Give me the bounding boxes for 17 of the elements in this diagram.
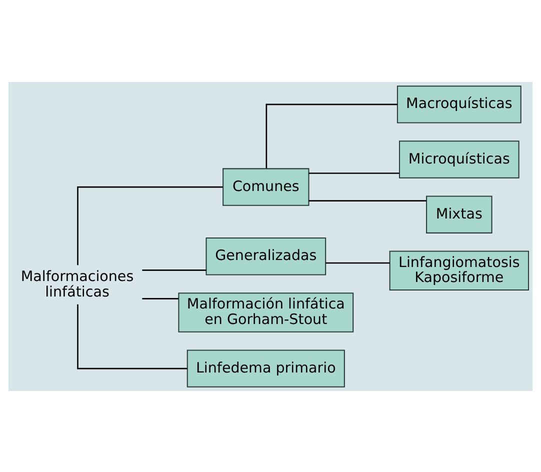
node-box: Generalizadas [206,237,326,275]
connector [308,200,426,201]
node-box: Comunes [222,168,310,206]
connector [326,262,390,264]
connector [142,269,206,270]
node-box: Microquísticas [399,140,520,178]
connector [77,186,223,265]
connector [77,304,188,369]
node-box: Mixtas [426,195,492,233]
connector [308,172,400,174]
node-text: Malformaciones linfáticas [20,268,134,300]
connector [266,103,398,168]
connector [142,298,179,299]
node-box: Linfangiomatosis Kaposiforme [389,250,530,290]
node-box: Malformación linfática en Gorham-Stout [178,292,354,332]
node-box: Linfedema primario [186,349,345,387]
node-box: Macroquísticas [396,85,522,123]
